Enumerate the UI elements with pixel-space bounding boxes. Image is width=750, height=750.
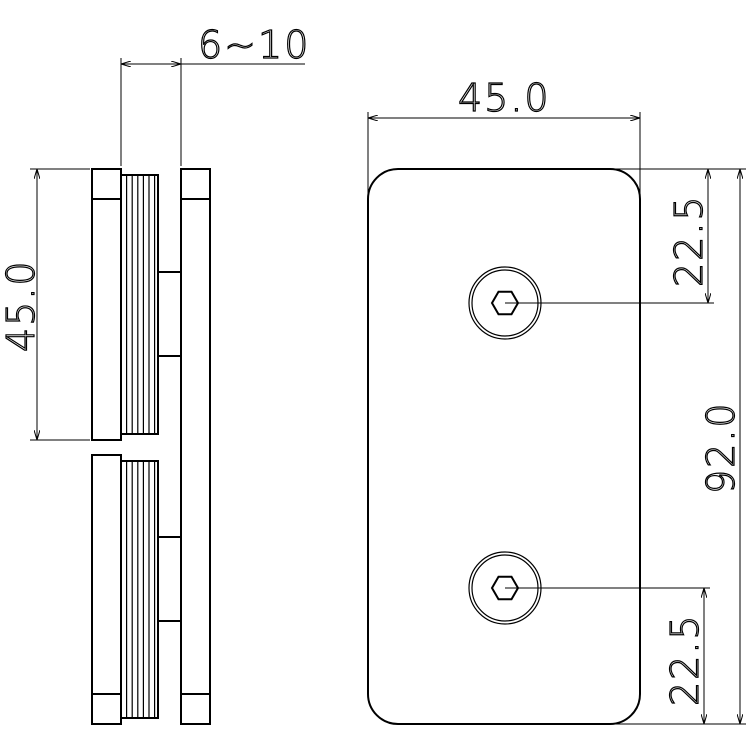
front-view [367,168,641,725]
dimension-label: 6~10 [198,23,310,67]
hex-socket-icon [490,290,520,316]
hex-socket-icon [490,575,520,601]
glass-clamp-plate [367,168,641,725]
dimension-plate-width: 45.0 [367,75,641,200]
dimension-bottom-hole: 22.5 [505,587,710,724]
dimension-top-hole: 22.5 [505,168,746,304]
dimension-total-height: 92.0 [612,169,746,725]
gasket-grooves [125,175,156,434]
dimension-label: 22.5 [663,613,707,706]
dimension-glass-thickness: 6~10 [120,22,310,166]
dimension-label: 45.0 [458,76,551,120]
dimension-label: 92.0 [699,401,743,494]
outer-plate-bottom [91,454,122,725]
gasket-grooves [125,461,156,718]
side-view [91,168,211,725]
dimension-side-height: 45.0 [0,168,90,441]
dimension-label: 22.5 [667,194,711,287]
spacer-top [157,271,182,357]
outer-plate-top [91,168,122,441]
inner-plate [180,168,211,725]
spacer-bottom [157,536,182,622]
dimension-label: 45.0 [0,259,43,352]
